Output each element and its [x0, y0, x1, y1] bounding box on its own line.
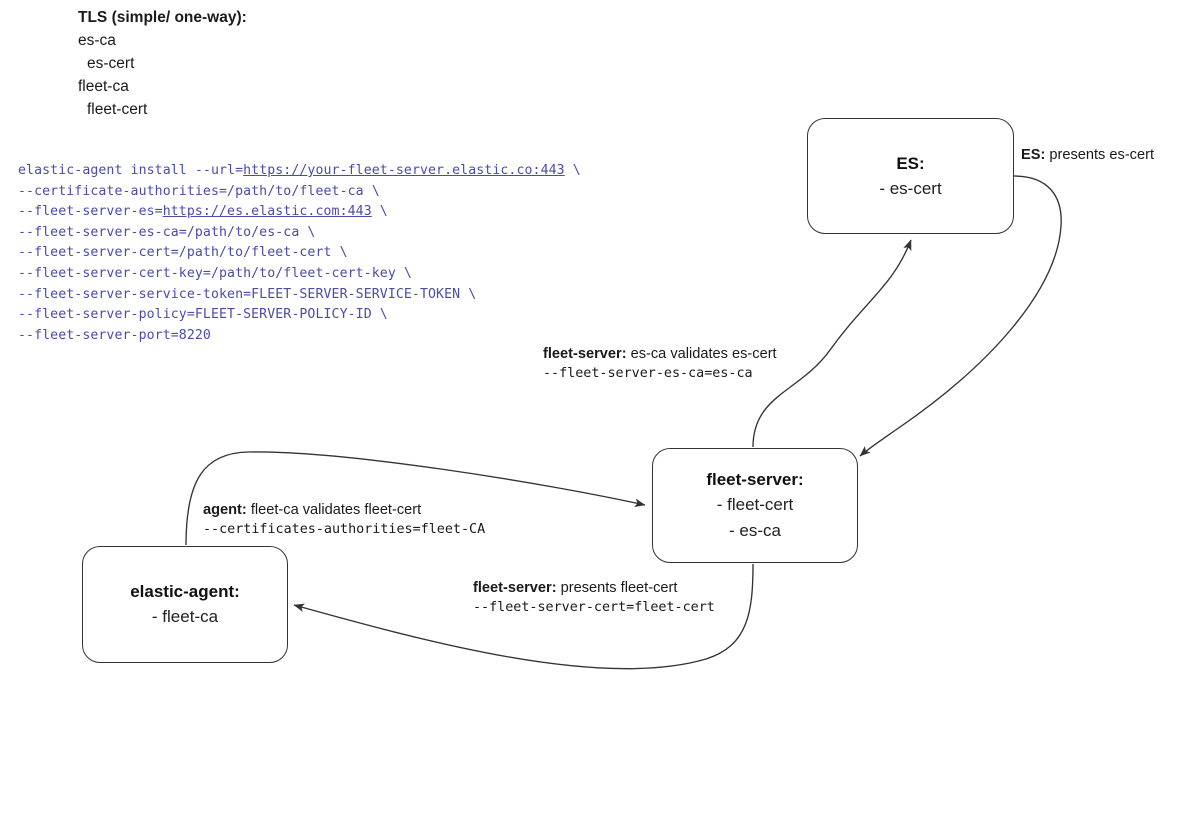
command-line-3-prefix: --fleet-server-es=: [18, 204, 163, 220]
node-elasticsearch-title: ES:: [896, 153, 925, 173]
install-command-block: elastic-agent install --url=https://your…: [18, 161, 581, 346]
node-elasticsearch[interactable]: ES: - es-cert: [807, 118, 1014, 234]
edge-label-fleet-presents-text: fleet-server: presents fleet-cert: [473, 578, 715, 598]
edge-label-fleet-validates-flag: --fleet-server-es-ca=es-ca: [543, 366, 753, 381]
elasticsearch-url-link[interactable]: https://es.elastic.com:443: [162, 204, 372, 220]
legend-title: TLS (simple/ one-way):: [78, 9, 247, 26]
edge-label-fleet-presents-body: presents fleet-cert: [556, 580, 678, 596]
edge-label-es-presents-text: ES: presents es-cert: [1021, 145, 1154, 165]
node-fleet-server-cert: - fleet-cert: [716, 495, 794, 514]
node-fleet-server-esca: - es-ca: [729, 521, 781, 540]
command-line-2: --certificate-authorities=/path/to/fleet…: [18, 183, 380, 199]
node-elastic-agent-title: elastic-agent:: [130, 582, 240, 601]
arrow-fleet-server-to-es: [752, 239, 912, 448]
node-fleet-server-title: fleet-server:: [706, 470, 804, 489]
edge-label-es-presents-es-cert: ES: presents es-cert: [1021, 145, 1154, 165]
edge-label-fleet-presents-fleet-cert: fleet-server: presents fleet-cert --flee…: [473, 578, 715, 618]
command-line-1-prefix: elastic-agent install --url=: [18, 163, 244, 178]
edge-label-fleet-presents-flag: --fleet-server-cert=fleet-cert: [473, 600, 715, 615]
edge-label-agent-validates-actor: agent:: [203, 502, 247, 518]
command-line-1-suffix: \: [564, 163, 581, 178]
legend-item-es-cert: es-cert: [87, 55, 135, 72]
edge-label-fleet-presents-actor: fleet-server:: [473, 580, 557, 596]
edge-label-agent-validates-fleet-cert: agent: fleet-ca validates fleet-cert --c…: [203, 500, 485, 540]
edge-label-agent-validates-flag: --certificates-authorities=fleet-CA: [203, 522, 486, 537]
command-line-3-suffix: \: [371, 204, 388, 220]
legend-item-fleet-ca: fleet-ca: [78, 78, 129, 95]
node-elasticsearch-cert: - es-cert: [879, 178, 942, 198]
command-line-7: --fleet-server-service-token=FLEET-SERVE…: [18, 286, 477, 302]
command-line-4: --fleet-server-es-ca=/path/to/es-ca \: [18, 224, 316, 240]
legend-item-fleet-cert: fleet-cert: [87, 101, 148, 118]
legend-item-es-ca: es-ca: [78, 32, 116, 49]
edge-label-agent-validates-body: fleet-ca validates fleet-cert: [246, 502, 422, 518]
fleet-server-url-link[interactable]: https://your-fleet-server.elastic.co:443: [243, 163, 565, 178]
edge-label-fleet-validates-text: fleet-server: es-ca validates es-cert: [543, 344, 777, 364]
edge-label-fleet-validates-actor: fleet-server:: [543, 346, 627, 362]
command-line-5: --fleet-server-cert=/path/to/fleet-cert …: [18, 245, 348, 261]
edge-label-agent-validates-text: agent: fleet-ca validates fleet-cert: [203, 500, 485, 520]
node-fleet-server[interactable]: fleet-server: - fleet-cert - es-ca: [652, 448, 858, 563]
command-line-6: --fleet-server-cert-key=/path/to/fleet-c…: [18, 265, 412, 281]
node-elastic-agent-fleetca: - fleet-ca: [151, 607, 219, 626]
command-line-8: --fleet-server-policy=FLEET-SERVER-POLIC…: [18, 307, 388, 323]
command-line-1: elastic-agent install --url=https://your…: [18, 161, 581, 182]
edge-label-fleet-validates-es-cert: fleet-server: es-ca validates es-cert --…: [543, 344, 777, 384]
tls-legend: TLS (simple/ one-way): es-ca es-cert fle…: [78, 6, 247, 121]
edge-label-es-presents-actor: ES:: [1021, 147, 1046, 163]
command-line-3: --fleet-server-es=https://es.elastic.com…: [18, 202, 581, 223]
node-elastic-agent[interactable]: elastic-agent: - fleet-ca: [82, 546, 288, 663]
edge-label-fleet-validates-body: es-ca validates es-cert: [626, 346, 777, 362]
edge-label-es-presents-body: presents es-cert: [1045, 147, 1155, 163]
command-line-9: --fleet-server-port=8220: [18, 327, 211, 343]
